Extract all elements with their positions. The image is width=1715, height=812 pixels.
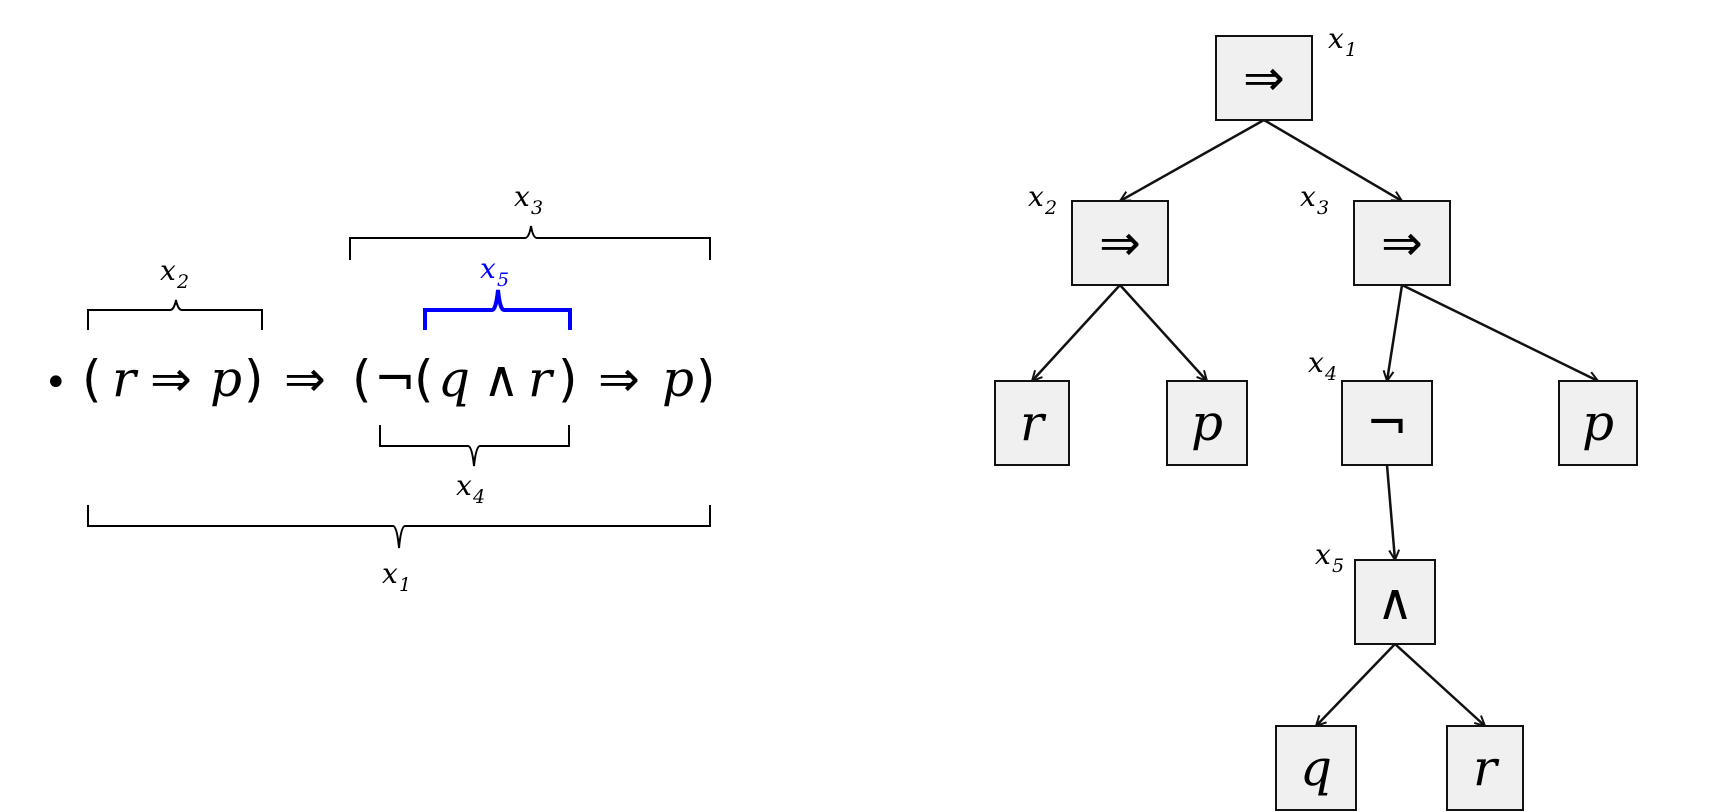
tree-node-label-subscript: 4	[1324, 363, 1337, 385]
tree-node: r	[994, 380, 1070, 466]
tree-node-label: x	[1315, 538, 1331, 571]
token-implies-main: ⇒	[284, 350, 326, 408]
token-r: r	[112, 350, 139, 408]
tree-node: r	[1446, 725, 1524, 811]
tree-node-box	[994, 380, 1070, 466]
formula-panel: • ( r ⇒ p ) ⇒ ( ¬ ( q ∧ r ) ⇒ p ) x 2	[44, 180, 716, 596]
brace-label: x	[160, 254, 176, 287]
tree-node-box	[1215, 35, 1313, 121]
tree-node-box	[1275, 725, 1357, 811]
brace-subscript: 1	[399, 574, 411, 596]
tree-node-label-subscript: 5	[1332, 555, 1344, 577]
tree-node-label: x	[1328, 22, 1344, 55]
tree-edge-arrow	[1316, 643, 1396, 726]
token-r: r	[528, 350, 555, 408]
brace-x3: x 3	[349, 180, 711, 260]
tree-node: q	[1275, 725, 1357, 811]
token-p: p	[662, 350, 694, 408]
token-rparen: )	[696, 350, 716, 408]
brace-subscript: 2	[176, 271, 189, 293]
tree-edge-arrow	[1263, 118, 1402, 201]
tree-node-box	[1558, 380, 1638, 466]
token-p: p	[210, 350, 242, 408]
brace-label: x	[480, 252, 496, 285]
token-implies: ⇒	[598, 350, 640, 408]
formula-expression: ( r ⇒ p ) ⇒ ( ¬ ( q ∧ r ) ⇒ p )	[82, 350, 716, 408]
brace-label: x	[514, 180, 530, 213]
brace-label: x	[382, 557, 398, 590]
tree-node-symbol: ⇒	[1243, 49, 1285, 107]
tree-node-label: x	[1308, 346, 1324, 379]
tree-edge-arrow	[1401, 283, 1598, 383]
token-and: ∧	[483, 350, 520, 408]
tree-node-symbol: ⇒	[1381, 214, 1423, 272]
brace-x1: x 1	[87, 505, 711, 596]
token-implies: ⇒	[150, 350, 192, 408]
bullet: •	[44, 360, 68, 406]
tree-edge-arrow	[1119, 284, 1207, 381]
brace-subscript: 3	[531, 197, 543, 219]
tree-node-box	[1446, 725, 1524, 811]
tree-edge-arrow	[1394, 643, 1485, 726]
tree-node-box	[1071, 200, 1169, 286]
tree-node-label: x	[1300, 180, 1316, 213]
tree-node-symbol: q	[1300, 739, 1332, 797]
tree-edge-arrow	[1120, 118, 1265, 201]
tree-node: p	[1166, 380, 1248, 466]
token-lparen: (	[352, 350, 372, 408]
brace-subscript: 5	[497, 269, 509, 291]
tree-node-symbol: r	[1020, 394, 1047, 452]
tree-node-box	[1166, 380, 1248, 466]
brace-subscript: 4	[472, 486, 485, 508]
brace-x4: x 4	[379, 425, 570, 508]
tree-node-label-subscript: 2	[1044, 197, 1057, 219]
tree-edge-arrow	[1032, 284, 1121, 381]
tree-node: p	[1558, 380, 1638, 466]
brace-x2: x 2	[87, 254, 263, 330]
tree-node-box	[1341, 380, 1433, 466]
tree-node-symbol: r	[1473, 739, 1500, 797]
tree-node-symbol: ⇒	[1099, 214, 1141, 272]
token-rparen: )	[558, 350, 578, 408]
tree-node-symbol: p	[1191, 394, 1223, 452]
token-not: ¬	[374, 350, 416, 408]
tree-edge-arrow	[1387, 284, 1404, 381]
tree-node-label-subscript: 3	[1317, 197, 1329, 219]
tree-node-label-subscript: 1	[1345, 39, 1357, 61]
tree-node-box	[1353, 200, 1451, 286]
token-rparen: )	[244, 350, 264, 408]
brace-label: x	[456, 469, 472, 502]
token-lparen: (	[414, 350, 434, 408]
token-lparen: (	[82, 350, 102, 408]
tree-node-symbol: ∧	[1377, 573, 1414, 631]
tree-node-symbol: ¬	[1366, 394, 1408, 452]
tree-node-label: x	[1028, 180, 1044, 213]
brace-x5: x 5	[423, 252, 572, 330]
tree-edge-arrow	[1385, 464, 1395, 560]
tree-edges	[1032, 118, 1598, 726]
tree-node-box	[1354, 559, 1436, 645]
token-q: q	[438, 350, 470, 408]
tree-node-symbol: p	[1582, 394, 1614, 452]
